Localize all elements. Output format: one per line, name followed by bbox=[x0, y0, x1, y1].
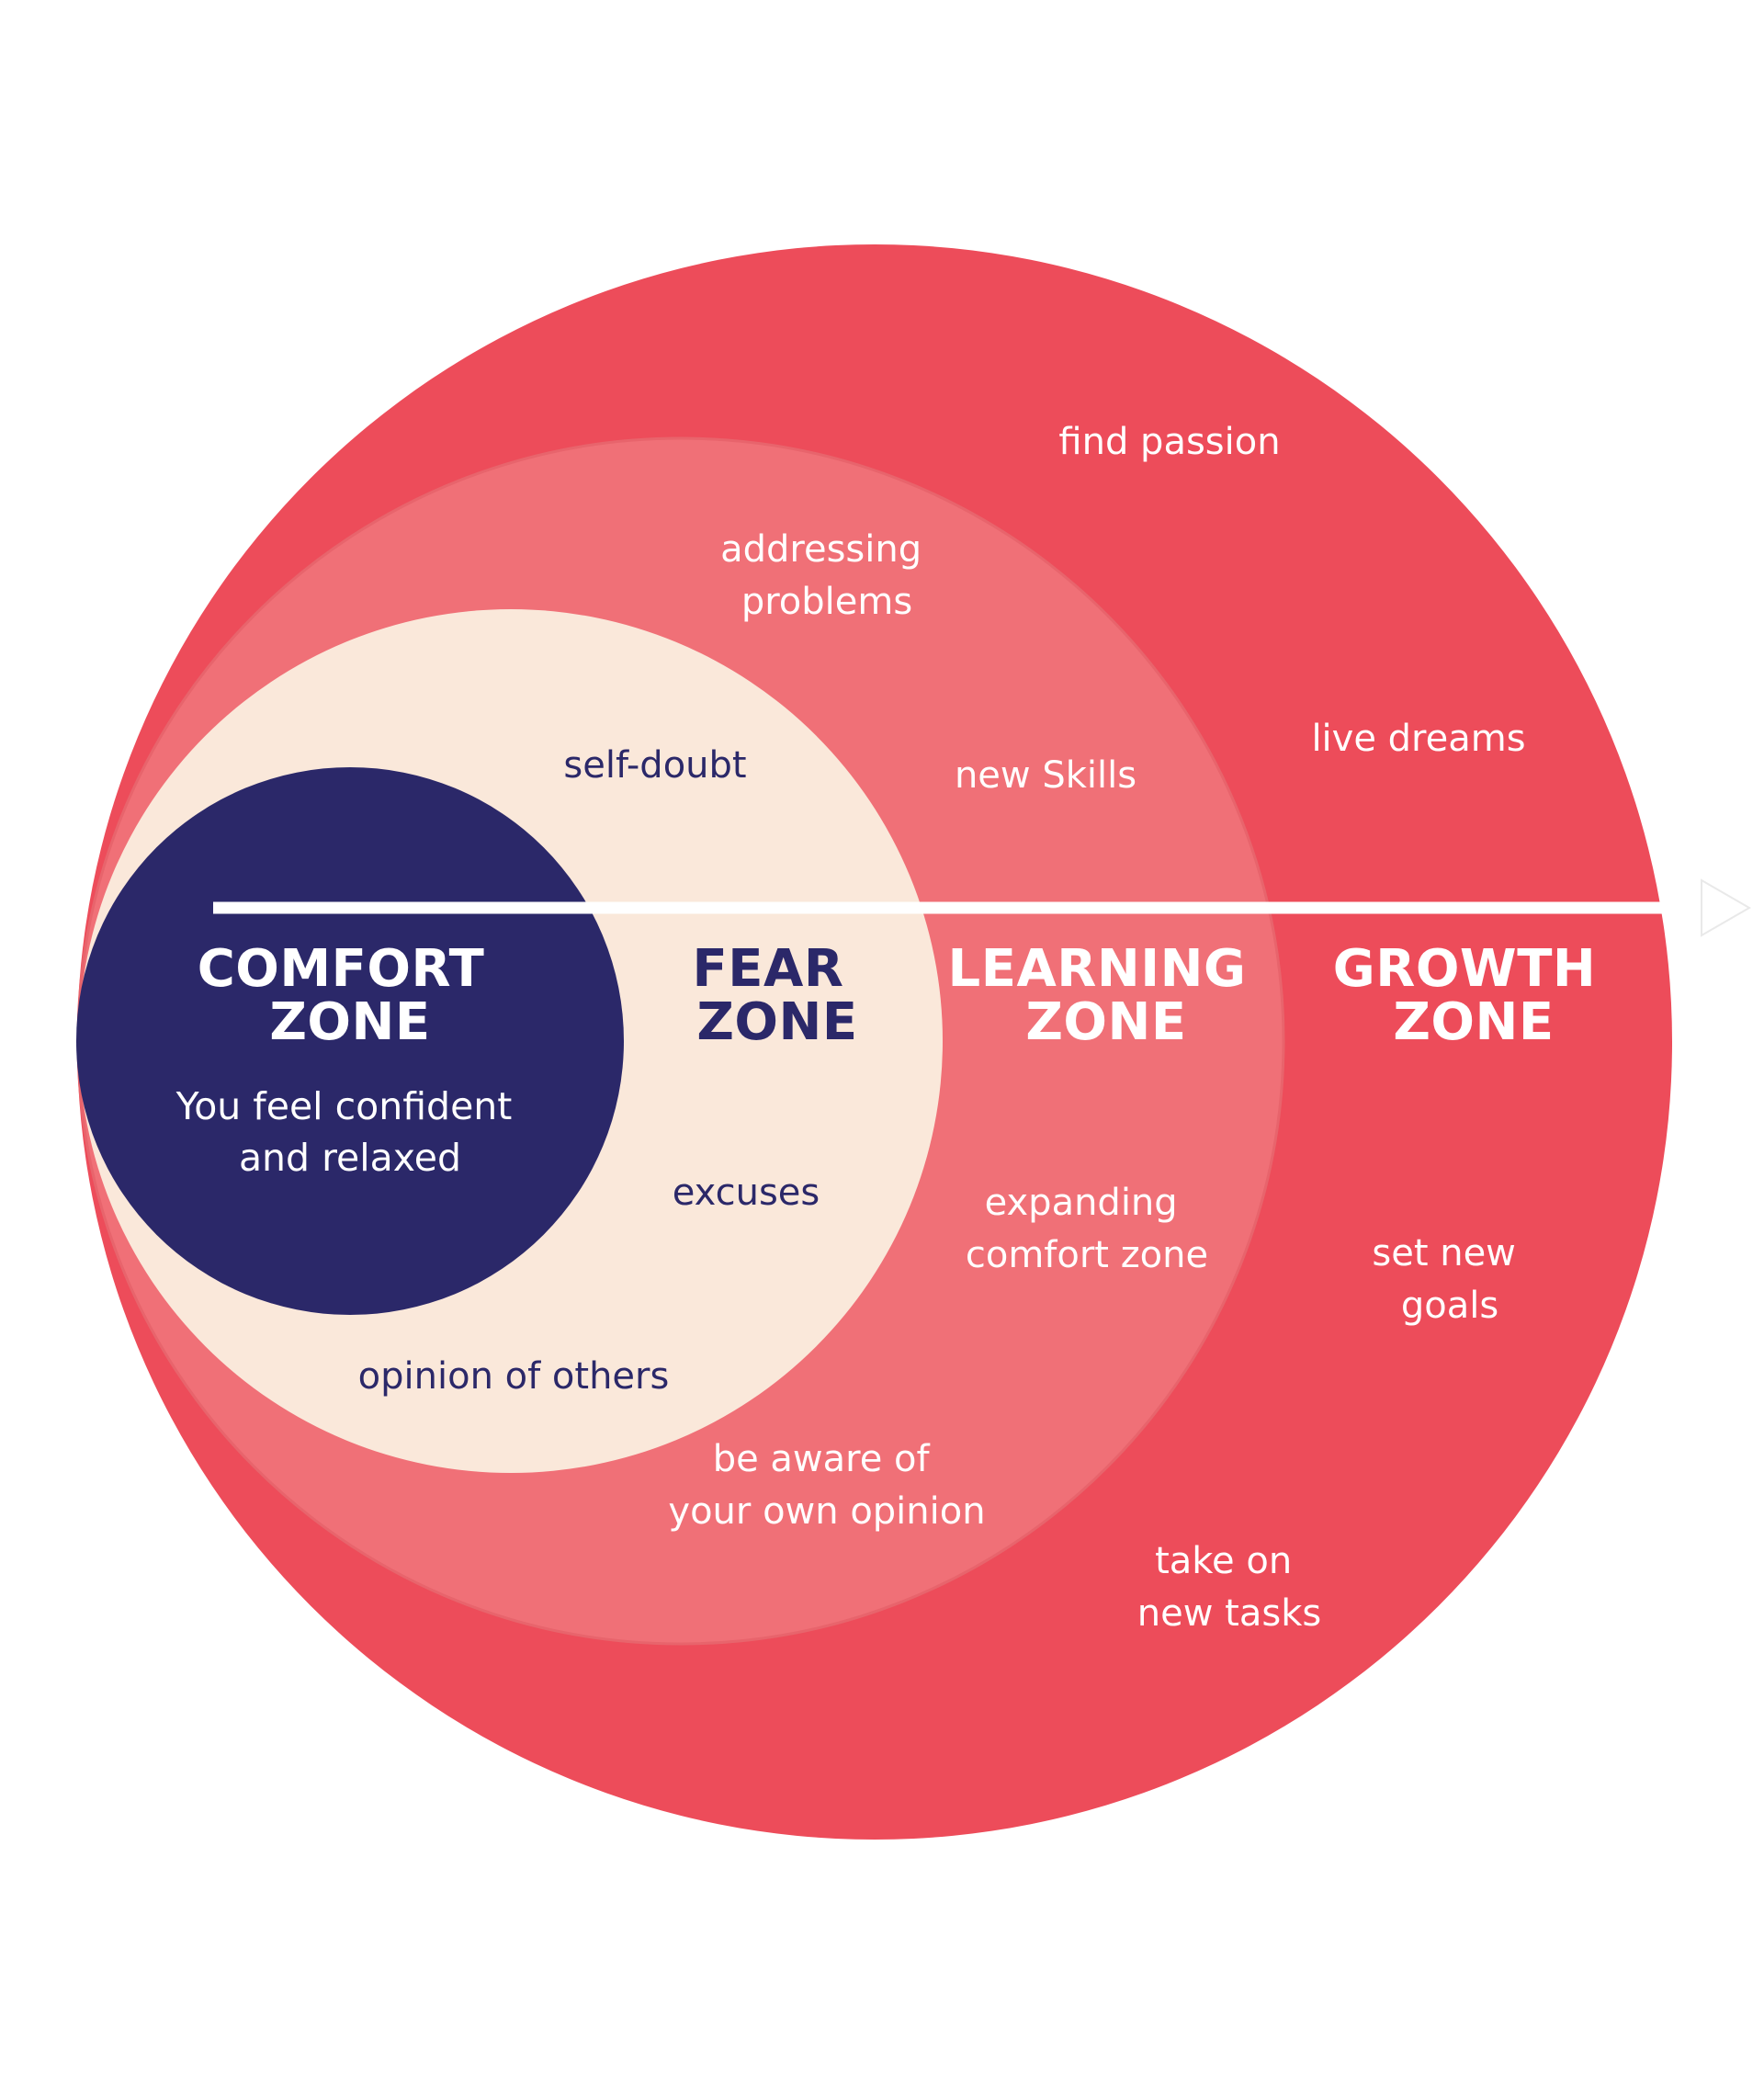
fear-item-self-doubt: self-doubt bbox=[563, 744, 746, 787]
fear-zone-title: FEAR ZONE bbox=[693, 939, 863, 1052]
aware-line1: be aware of bbox=[713, 1438, 931, 1480]
addressing-line1: addressing bbox=[720, 528, 922, 571]
learning-item-new-skills: new Skills bbox=[955, 754, 1136, 797]
expanding-line1: expanding bbox=[985, 1182, 1178, 1224]
comfort-body-line2: and relaxed bbox=[239, 1136, 461, 1180]
fear-item-excuses: excuses bbox=[673, 1172, 820, 1214]
fear-title-line1: FEAR bbox=[693, 939, 844, 999]
growth-item-set-new-goals: set new goals bbox=[1372, 1232, 1527, 1327]
fear-item-opinion-of-others: opinion of others bbox=[358, 1355, 670, 1398]
learning-title-line1: LEARNING bbox=[948, 939, 1247, 999]
arrow-head bbox=[1701, 878, 1752, 937]
learning-zone-title: LEARNING ZONE bbox=[948, 939, 1265, 1052]
growth-title-line2: ZONE bbox=[1393, 992, 1554, 1052]
comfort-zone-title: COMFORT ZONE bbox=[198, 939, 503, 1052]
comfort-title-line2: ZONE bbox=[269, 992, 430, 1052]
take-on-line1: take on bbox=[1155, 1540, 1292, 1582]
expanding-line2: comfort zone bbox=[966, 1234, 1208, 1276]
addressing-line2: problems bbox=[741, 581, 912, 623]
growth-zone-title: GROWTH ZONE bbox=[1333, 939, 1615, 1052]
learning-item-be-aware: be aware of your own opinion bbox=[668, 1438, 985, 1533]
comfort-zone-description: You feel confident and relaxed bbox=[175, 1084, 525, 1180]
growth-item-find-passion: find passion bbox=[1058, 421, 1280, 463]
aware-line2: your own opinion bbox=[668, 1490, 985, 1533]
growth-arrow bbox=[213, 878, 1752, 937]
comfort-title-line1: COMFORT bbox=[198, 939, 485, 999]
growth-item-take-on-new-tasks: take on new tasks bbox=[1137, 1540, 1321, 1635]
comfort-body-line1: You feel confident bbox=[175, 1084, 513, 1128]
set-goals-line2: goals bbox=[1401, 1285, 1498, 1327]
learning-title-line2: ZONE bbox=[1025, 992, 1186, 1052]
fear-title-line2: ZONE bbox=[696, 992, 857, 1052]
learning-item-expanding-comfort-zone: expanding comfort zone bbox=[966, 1182, 1208, 1276]
growth-item-live-dreams: live dreams bbox=[1311, 718, 1525, 760]
take-on-line2: new tasks bbox=[1137, 1592, 1321, 1635]
set-goals-line1: set new bbox=[1372, 1232, 1516, 1274]
growth-title-line1: GROWTH bbox=[1333, 939, 1597, 999]
learning-item-addressing-problems: addressing problems bbox=[720, 528, 933, 623]
